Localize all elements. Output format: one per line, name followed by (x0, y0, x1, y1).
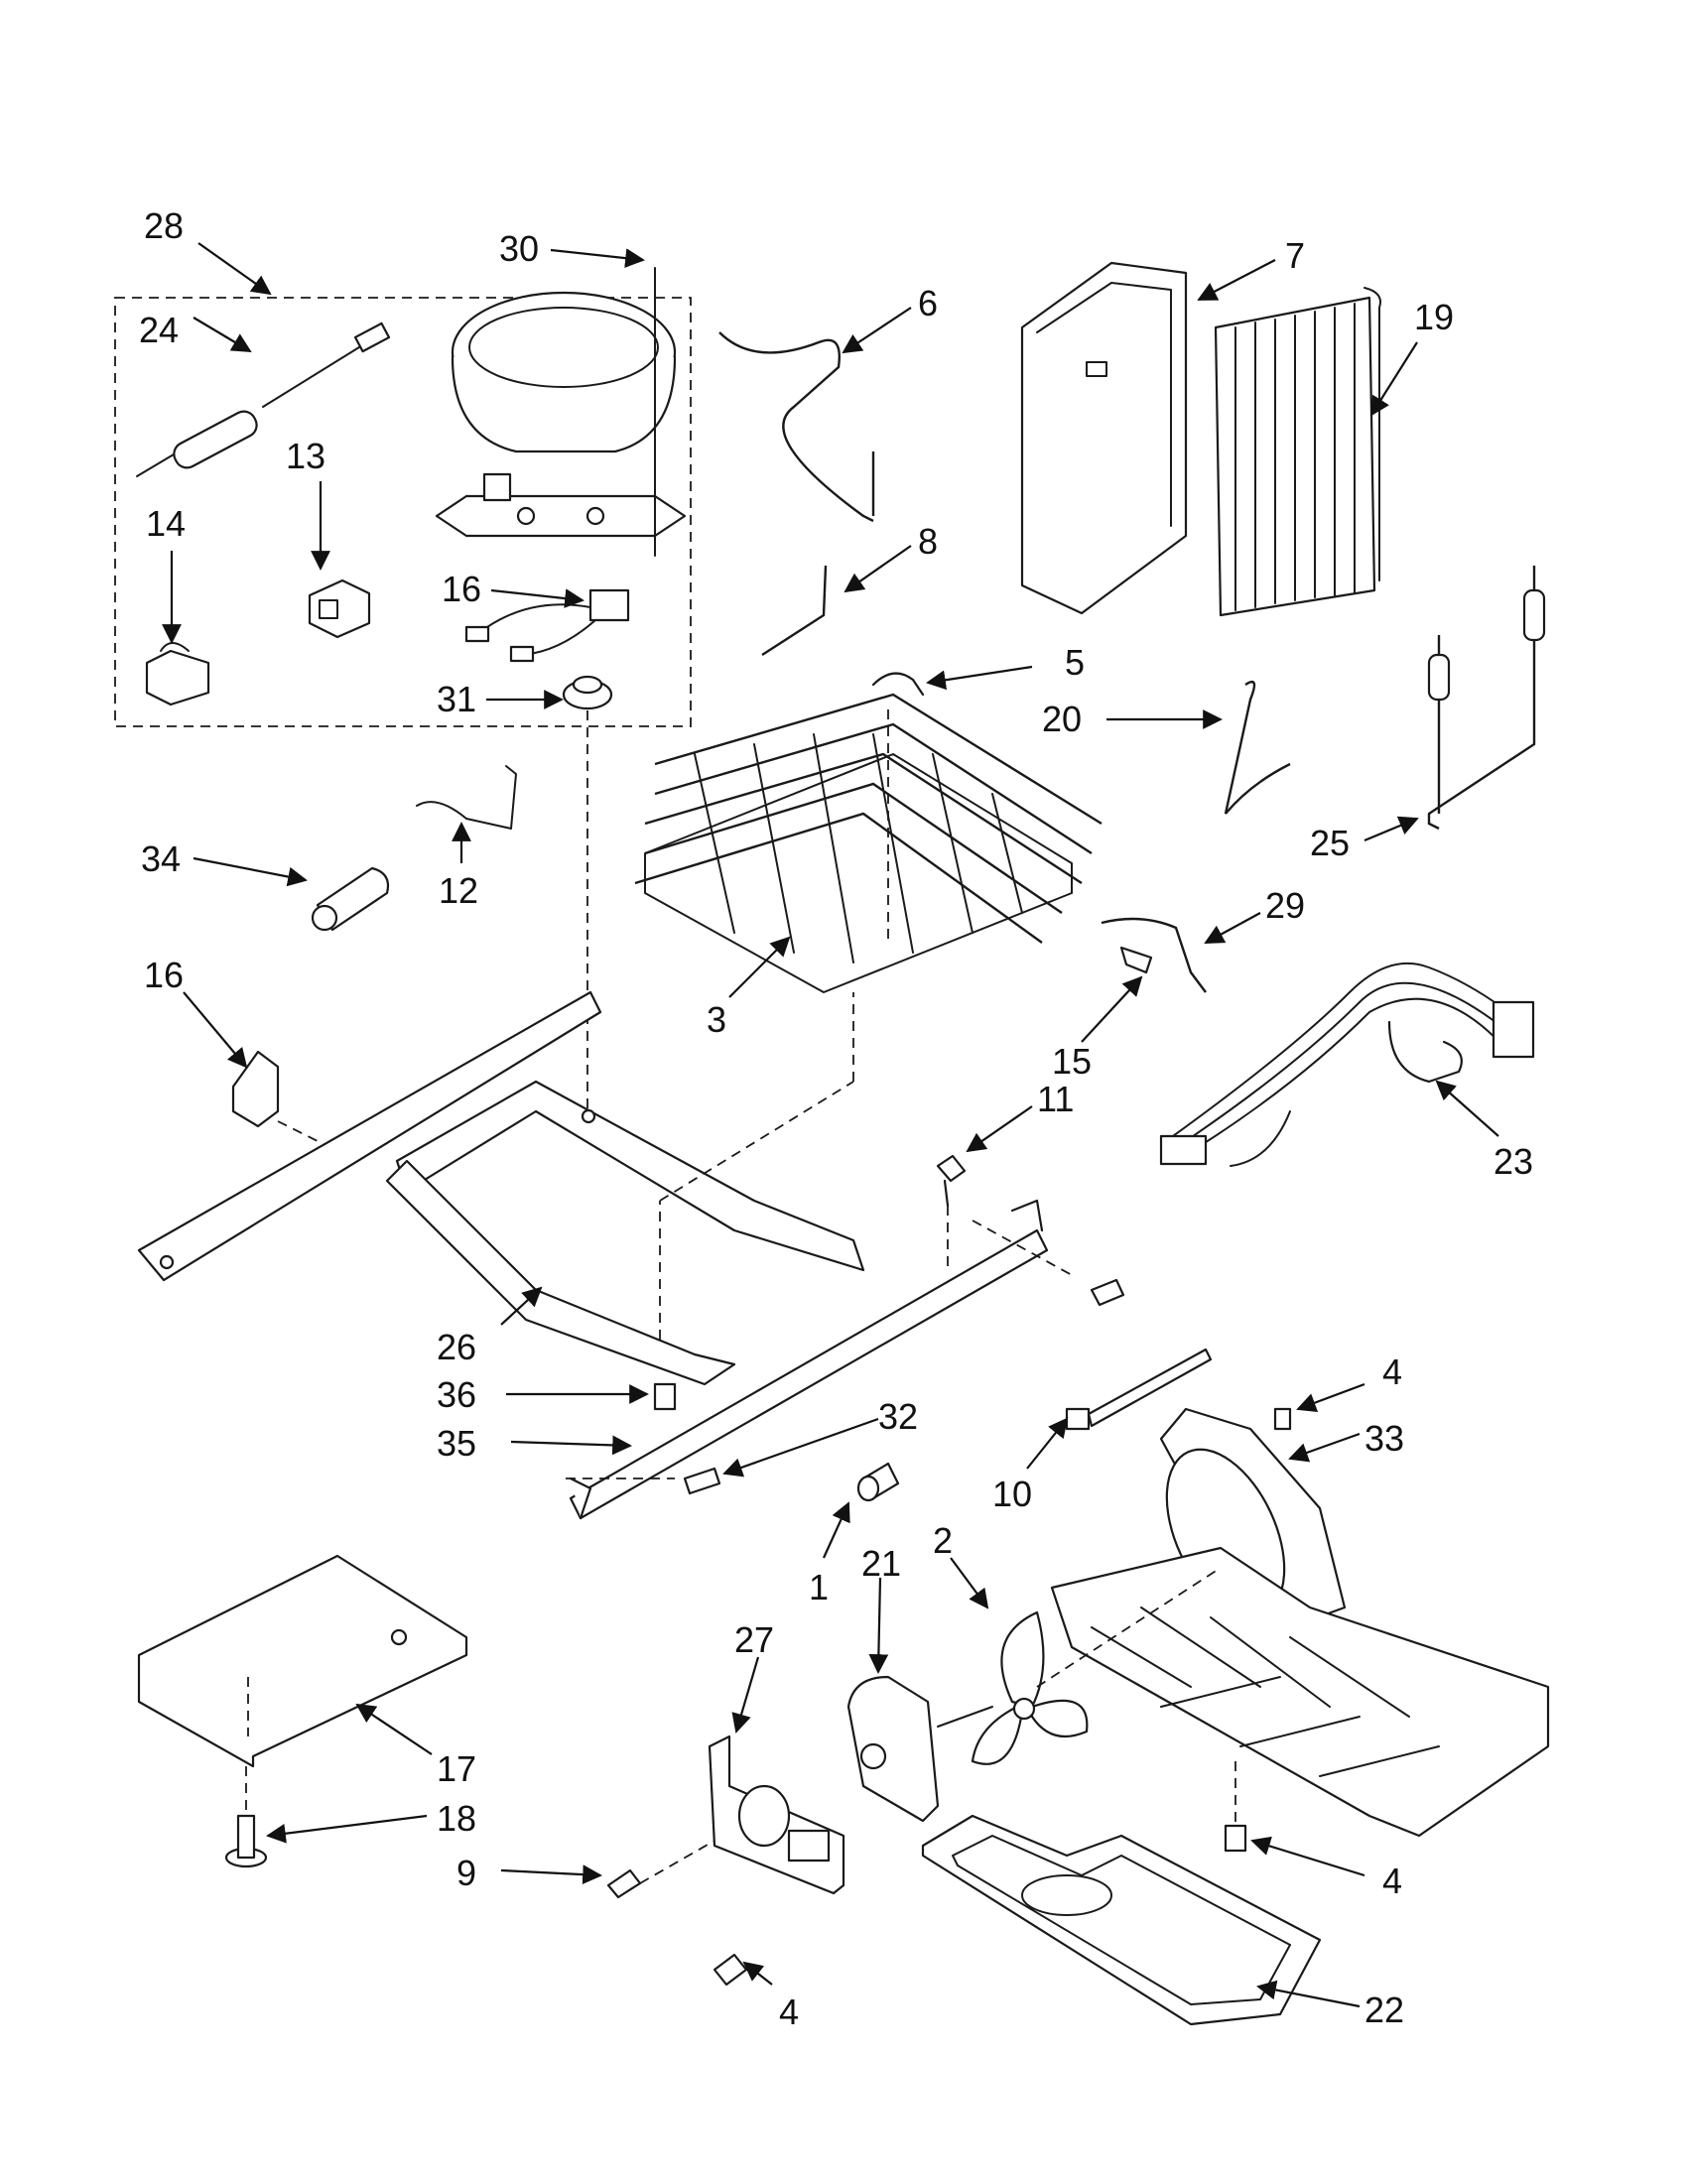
callout-leaders (162, 242, 1499, 2008)
screw-32b-part (1090, 1278, 1125, 1307)
screw-4c-part (1224, 1824, 1247, 1853)
cover-17-part (137, 1554, 468, 1768)
callout-4-upper: 4 (1382, 1351, 1402, 1392)
clip-16-guide (277, 1120, 319, 1142)
fan-blade-2-part (971, 1610, 1089, 1765)
grommet-part (562, 675, 613, 710)
callout-18: 18 (437, 1798, 476, 1839)
callout-21: 21 (861, 1543, 901, 1584)
compressor-wire-part (464, 588, 630, 663)
screw-11-part (936, 1154, 967, 1208)
callout-16-upper: 16 (442, 569, 481, 609)
callout-12: 12 (439, 870, 478, 911)
leg-18-part (224, 1814, 268, 1868)
compressor-kit-outline (114, 297, 692, 727)
shroud-7-part (1020, 261, 1188, 615)
callout-13: 13 (286, 436, 325, 476)
screw-9-guide (639, 1840, 715, 1884)
callout-7: 7 (1285, 235, 1305, 276)
callout-19: 19 (1414, 297, 1454, 337)
base-33-part (1050, 1407, 1550, 1838)
callout-11: 11 (1037, 1079, 1074, 1119)
callout-22: 22 (1364, 1990, 1404, 2030)
callout-25: 25 (1310, 823, 1350, 863)
callout-4-lower: 4 (779, 1991, 799, 2032)
callout-8: 8 (918, 521, 938, 562)
callout-24: 24 (139, 310, 179, 350)
callout-36: 36 (437, 1374, 476, 1415)
callout-4-right: 4 (1382, 1861, 1402, 1901)
rail-guide (972, 1220, 1073, 1276)
clip-5-part (871, 672, 925, 697)
screw-32-part (683, 1467, 721, 1495)
screw-4a-part (1273, 1407, 1292, 1431)
overload-part (145, 642, 210, 707)
foam-34-part (311, 866, 390, 932)
callout-35: 35 (437, 1423, 476, 1464)
callout-5: 5 (1065, 642, 1085, 683)
bushing-1-part (856, 1462, 900, 1502)
screw-4b-part (713, 1953, 748, 1987)
motor-21-part (846, 1675, 993, 1823)
rail-35-part (569, 1199, 1049, 1520)
callout-9: 9 (456, 1853, 476, 1893)
drain-pan-22-part (921, 1814, 1322, 2026)
frame-26-part (137, 990, 865, 1386)
condenser-19-part (1214, 287, 1381, 617)
callout-32: 32 (878, 1396, 918, 1437)
callout-15: 15 (1052, 1041, 1092, 1082)
cable-tie-10-part (1065, 1348, 1213, 1431)
filter-drier-part (136, 321, 391, 477)
clip-16-part (231, 1050, 280, 1128)
callout-26: 26 (437, 1327, 476, 1367)
callout-16-lower: 16 (144, 955, 184, 995)
callout-20: 20 (1042, 699, 1082, 739)
tube-6-part (718, 331, 874, 523)
callout-31: 31 (437, 679, 476, 719)
relay-part (308, 578, 371, 639)
screw-36-part (653, 1382, 677, 1411)
callout-23: 23 (1493, 1141, 1533, 1182)
callout-3: 3 (707, 999, 726, 1040)
tube-25-part (1427, 566, 1546, 831)
callout-1: 1 (809, 1567, 829, 1607)
callout-27: 27 (734, 1619, 774, 1660)
frame-guide-2 (659, 1081, 854, 1202)
callout-33: 33 (1364, 1418, 1404, 1459)
compressor-part (435, 267, 687, 557)
callout-10: 10 (992, 1474, 1032, 1514)
spring-12-part (416, 765, 517, 830)
callout-6: 6 (918, 283, 938, 323)
callout-30: 30 (499, 228, 539, 269)
callout-29: 29 (1265, 885, 1305, 926)
tube-8-part (761, 565, 828, 657)
evaporator-coil-3-part (634, 693, 1103, 993)
screw-9-part (606, 1868, 642, 1899)
screw-15-part (1119, 946, 1153, 974)
callout-17: 17 (437, 1748, 476, 1789)
callout-34: 34 (141, 838, 181, 879)
callout-28: 28 (144, 205, 184, 246)
callout-14: 14 (146, 503, 186, 544)
wire-29-part (1101, 917, 1207, 993)
bracket-27-part (708, 1734, 845, 1895)
callout-2: 2 (933, 1520, 953, 1561)
fan-guide (1036, 1567, 1222, 1688)
wire-20-part (1224, 680, 1291, 815)
harness-23-part (1159, 962, 1535, 1167)
